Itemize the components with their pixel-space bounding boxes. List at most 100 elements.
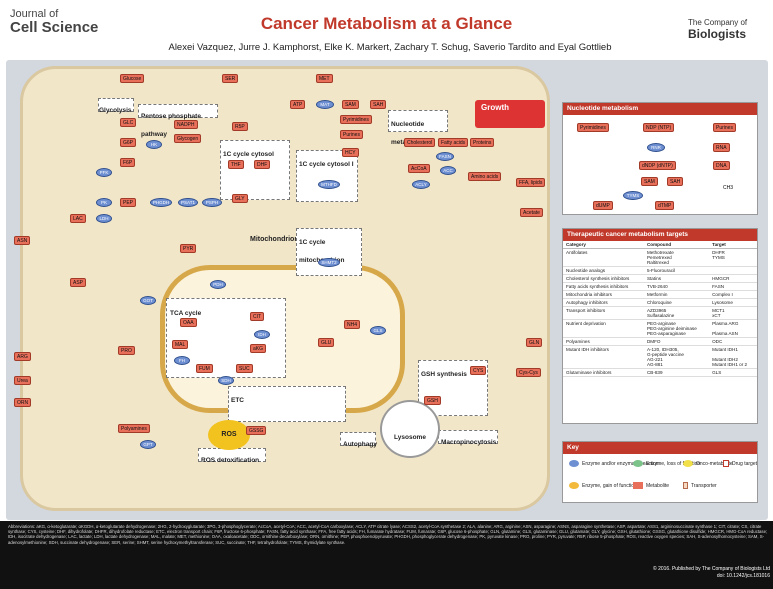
nuc-sam: SAM bbox=[641, 177, 658, 186]
one-carbon-cytosol-i-box: 1C cycle cytosol I bbox=[296, 150, 358, 202]
cell-category: Autophagy inhibitors bbox=[563, 298, 644, 307]
key-metabolite-label: Metabolite bbox=[646, 482, 670, 489]
nuc-tyms: TYMS bbox=[623, 191, 643, 200]
nuc-ndp: NDP (NTP) bbox=[643, 123, 675, 132]
metabolite-thf: THF bbox=[228, 160, 244, 169]
one-carbon-cytosol-box: 1C cycle cytosol bbox=[220, 140, 290, 200]
publisher-line1: The Company of bbox=[688, 18, 748, 27]
lysosome-label: Lysosome bbox=[394, 434, 426, 441]
transporter-icon bbox=[683, 482, 688, 489]
key-enzyme: Enzyme and/or enzymatic reaction bbox=[569, 460, 659, 467]
key-panel: Key Enzyme and/or enzymatic reaction Enz… bbox=[562, 441, 758, 503]
key-onco: Onco-metabolite bbox=[683, 460, 733, 467]
ppp-box: Pentose phosphate pathway bbox=[138, 104, 218, 138]
metabolite-glc: GLC bbox=[120, 118, 137, 127]
cell-compound: Chloroquine bbox=[643, 298, 710, 307]
poster-title: Cancer Metabolism at a Glance bbox=[260, 14, 513, 33]
metabolite-hcy: HCY bbox=[342, 148, 359, 157]
key-transporter: Transporter bbox=[683, 482, 717, 489]
cell-target: Mutant IDH1 Mutant IDH2 Mutant IDH1 or 2 bbox=[709, 345, 757, 369]
cell-target: Lysosome bbox=[709, 298, 757, 307]
metabolite-akg: aKG bbox=[250, 344, 267, 353]
enzyme-mthfd: MTHFD bbox=[318, 180, 340, 189]
key-drug: Drug target bbox=[723, 460, 757, 467]
metabolite-asp: ASP bbox=[70, 278, 87, 287]
metabolite-urea: Urea bbox=[14, 376, 31, 385]
metabolite-pyrimidines: Pyrimidines bbox=[340, 115, 372, 124]
nuc-dna-top: DNA bbox=[713, 161, 730, 170]
cell-category: Transport inhibitors bbox=[563, 306, 644, 320]
metabolite-swatch bbox=[633, 482, 643, 489]
nuc-pyrimidines: Pyrimidines bbox=[577, 123, 609, 132]
enzyme-psph: PSPH bbox=[202, 198, 222, 207]
metabolite-nadph: NADPH bbox=[174, 120, 198, 129]
metabolite-cholesterol: Cholesterol bbox=[404, 138, 436, 147]
enzyme-ldh: LDH bbox=[96, 214, 112, 223]
metabolite-amino-acids: Amino acids bbox=[468, 172, 502, 181]
etc-label: ETC bbox=[231, 397, 244, 404]
journal-name-line1: Journal of bbox=[10, 8, 59, 20]
metabolite-glu: GLU bbox=[318, 338, 335, 347]
loss-swatch bbox=[633, 460, 643, 467]
cell-target: MCT1 xCT bbox=[709, 306, 757, 320]
cell-compound: A-120, IDH305, G-peptide vaccine AG-221 … bbox=[643, 345, 710, 369]
onco-swatch bbox=[683, 460, 693, 467]
cell-compound: PEG-arginase PEG-arginine deiminase PEG-… bbox=[643, 319, 710, 338]
enzyme-phgdh: PHGDH bbox=[150, 198, 172, 207]
ppp-label: Pentose phosphate pathway bbox=[141, 113, 201, 138]
therapeutic-panel-heading: Therapeutic cancer metabolism targets bbox=[563, 229, 757, 241]
glycolysis-box: Glycolysis bbox=[98, 98, 134, 114]
publisher-logo: The Company of Biologists bbox=[688, 18, 768, 41]
metabolite-r5p: R5P bbox=[232, 122, 248, 131]
nuc-sah: SAH bbox=[667, 177, 684, 186]
nuc-ch3: CH3 bbox=[723, 185, 734, 191]
metabolite-gssg: GSSG bbox=[246, 426, 267, 435]
metabolite-nh4: NH4 bbox=[344, 320, 361, 329]
metabolite-orn: ORN bbox=[14, 398, 32, 407]
enzyme-gls: GLS bbox=[370, 326, 386, 335]
cell-target bbox=[709, 266, 757, 275]
enzyme-fasn: FASN bbox=[436, 152, 454, 161]
metabolite-sam: SAM bbox=[342, 100, 359, 109]
glycolysis-label: Glycolysis bbox=[99, 107, 132, 114]
key-onco-label: Onco-metabolite bbox=[696, 460, 733, 467]
nuc-dump: dUMP bbox=[593, 201, 613, 210]
macropinocytosis-label: Macropinocytosis bbox=[441, 439, 497, 446]
key-enzyme-label: Enzyme and/or enzymatic reaction bbox=[582, 460, 659, 467]
metabolite-arg: ARG bbox=[14, 352, 31, 361]
metabolite-fum: FUM bbox=[196, 364, 213, 373]
metabolite-ser: SER bbox=[222, 74, 239, 83]
one-carbon-mito-box: 1C cycle mitochondrion bbox=[296, 228, 362, 276]
nuc-rna: RNA bbox=[713, 143, 730, 152]
cell-compound: DMFO bbox=[643, 337, 710, 346]
cell-compound: TVB-2640 bbox=[643, 282, 710, 291]
metabolite-proteins: Proteins bbox=[470, 138, 495, 147]
metabolite-purines: Purines bbox=[340, 130, 363, 139]
growth-arrow: Growth bbox=[475, 100, 545, 128]
cell-target: GLS bbox=[709, 368, 757, 377]
enzyme-fh: FH bbox=[174, 356, 190, 365]
tca-cycle-box: TCA cycle bbox=[166, 298, 286, 378]
key-drug-label: Drug target bbox=[732, 460, 758, 467]
cell-category: Mitochondria inhibitors bbox=[563, 290, 644, 299]
metabolite-mal: MAL bbox=[172, 340, 189, 349]
ros-detox-label: ROS detoxification bbox=[201, 457, 260, 464]
enzyme-mat: MAT bbox=[316, 100, 334, 109]
cell-compound: Methotrexate Pemetrexed Raltitrexed bbox=[643, 248, 710, 267]
enzyme-pfk: PFK bbox=[96, 168, 112, 177]
copyright: © 2016. Published by The Company of Biol… bbox=[620, 566, 770, 579]
cell-category: Glutaminase inhibitors bbox=[563, 368, 644, 377]
metabolite-gly: GLY bbox=[232, 194, 248, 203]
metabolite-gsh: GSH bbox=[424, 396, 441, 405]
key-heading: Key bbox=[563, 442, 757, 454]
column-header: Compound bbox=[643, 241, 710, 249]
ros-burst: ROS bbox=[208, 420, 250, 450]
footer-band bbox=[0, 521, 773, 589]
metabolite-polyamines: Polyamines bbox=[118, 424, 150, 433]
enzyme-gpt: GPT bbox=[140, 440, 156, 449]
cell-compound: AZD3965 Sulfasalazine bbox=[643, 306, 710, 320]
